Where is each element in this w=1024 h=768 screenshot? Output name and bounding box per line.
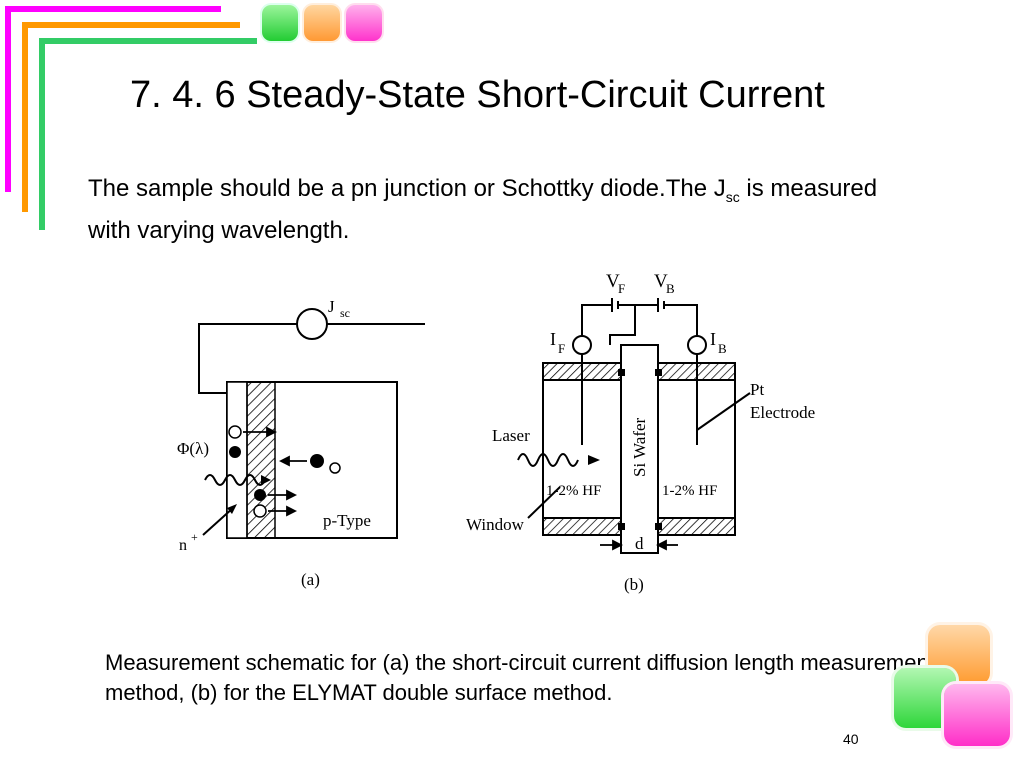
ib-subscript: B: [718, 341, 727, 356]
n-plus-layer: [226, 381, 248, 539]
laser-wave: [517, 453, 579, 467]
meter-subscript: sc: [340, 306, 350, 320]
if-subscript: F: [558, 341, 565, 356]
hole-icon: [253, 504, 267, 518]
wafer-label: Si Wafer: [630, 417, 649, 477]
seal-icon: [655, 523, 662, 530]
carrier-arrows: [243, 426, 307, 517]
slide-title: 7. 4. 6 Steady-State Short-Circuit Curre…: [130, 74, 825, 116]
d-label: d: [635, 534, 644, 553]
electron-icon: [310, 454, 324, 468]
hole-icon: [228, 425, 242, 439]
n-plus-label: n: [179, 537, 187, 554]
figure-a: J sc Φ(λ) n + p-Type (a): [177, 297, 425, 589]
intro-text-part2: is measured with varying wavelength.: [88, 175, 878, 244]
electron-icon: [229, 446, 241, 458]
slide-number: 40: [843, 731, 859, 747]
pt-pointer: [696, 392, 751, 431]
electron-icon: [254, 489, 266, 501]
n-plus-superscript: +: [191, 530, 198, 544]
meter-label: J: [328, 297, 335, 316]
electrode-label: Electrode: [750, 403, 815, 422]
hole-icon: [329, 462, 341, 474]
seal-icon: [655, 369, 662, 376]
n-plus-pointer: [202, 507, 234, 536]
intro-text-part1: The sample should be a pn junction or Sc…: [88, 175, 726, 202]
circuit-wire-right: [327, 323, 425, 325]
phi-label: Φ(λ): [177, 439, 209, 458]
vf-subscript: F: [618, 281, 625, 296]
thickness-arrows: [600, 539, 678, 551]
bias-circuit: [581, 298, 698, 345]
current-meter-icon: [296, 308, 328, 340]
vf-label: V: [606, 271, 620, 292]
panel-a-label: (a): [301, 570, 320, 589]
ib-label: I: [710, 329, 716, 349]
p-type-label: p-Type: [323, 511, 371, 530]
cell-top-left-wall: [542, 362, 622, 381]
intro-text: The sample should be a pn junction or Sc…: [88, 172, 908, 247]
gem-green-icon: [262, 5, 298, 41]
laser-label: Laser: [492, 426, 530, 445]
cell-top-right-wall: [657, 362, 736, 381]
seal-icon: [618, 369, 625, 376]
si-wafer: [620, 344, 659, 554]
gem-orange-icon: [304, 5, 340, 41]
hf-left-label: 1-2% HF: [546, 483, 601, 499]
if-label: I: [550, 329, 556, 349]
pt-label: Pt: [750, 380, 764, 399]
ib-meter-icon: [687, 335, 707, 355]
light-arrow: [261, 475, 271, 485]
intro-subscript: sc: [725, 188, 740, 205]
window-pointer: [527, 486, 561, 519]
window-label: Window: [466, 515, 525, 534]
vb-subscript: B: [666, 281, 675, 296]
light-wave: [204, 474, 266, 486]
gem-pink-icon: [346, 5, 382, 41]
vb-label: V: [654, 271, 668, 292]
figure-b: V F V B I F I B Si Wafer Laser 1-2% HF 1…: [466, 271, 815, 594]
panel-b-label: (b): [624, 575, 644, 594]
if-meter-icon: [572, 335, 592, 355]
cell-bottom-left-wall: [542, 517, 622, 536]
circuit-wire: [198, 323, 297, 394]
figure-caption: Measurement schematic for (a) the short-…: [105, 650, 935, 705]
gem-pink-icon: [944, 684, 1010, 746]
n-plus-arrowhead: [227, 504, 237, 514]
laser-arrow: [588, 455, 600, 465]
seal-icon: [618, 523, 625, 530]
hf-right-label: 1-2% HF: [662, 483, 717, 499]
cell-bottom-right-wall: [657, 517, 736, 536]
